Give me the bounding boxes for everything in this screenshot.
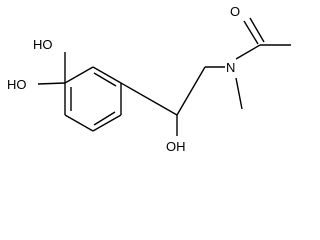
carbonyl-double-bond-a [243, 20, 259, 45]
lower-hydroxyl-label: HO [7, 77, 27, 92]
upper-hydroxyl-label: HO [33, 37, 53, 52]
bond-n-to-carbonyl-carbon [235, 44, 261, 60]
ring-bond-1 [92, 66, 122, 84]
bond-ring-to-chiral-carbon [120, 82, 178, 116]
bond-n-to-methyl [235, 77, 243, 110]
bond-ring-to-lower-oh [37, 82, 66, 85]
ring-double-bond-2 [93, 111, 116, 126]
carbonyl-double-bond-b [249, 17, 265, 43]
side-chain-hydroxyl-label: OH [166, 139, 186, 154]
benzene-ring [64, 66, 122, 132]
ring-bond-4 [64, 114, 94, 132]
chemical-structure-diagram: HO HO OH O N [7, 4, 291, 154]
bond-chiral-carbon-to-ch2 [176, 66, 206, 116]
carbonyl-oxygen-label: O [230, 4, 240, 19]
nitrogen-label: N [226, 60, 235, 75]
ring-bond-3 [92, 114, 122, 132]
ring-double-bond-1 [93, 72, 117, 87]
ring-bond-6 [64, 66, 94, 84]
